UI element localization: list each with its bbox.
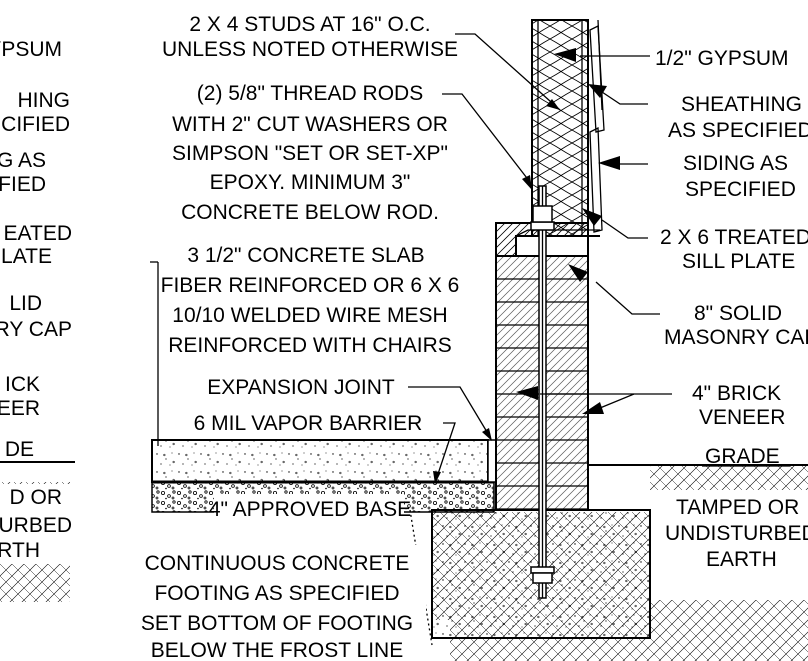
left-earth-line-3: ARTH (0, 539, 40, 562)
masonry-cap-label-line-1: 8" SOLID (694, 302, 782, 325)
expansion-joint (487, 439, 497, 483)
earth-label-line-3: EARTH (706, 548, 777, 571)
slab-label-line-4: REINFORCED WITH CHAIRS (168, 334, 452, 357)
sheathing-label-line-1: SHEATHING (681, 93, 802, 116)
left-siding-line-1: G AS (0, 149, 46, 172)
left-brick-line-1: ICK (5, 373, 40, 396)
thread-rod-label-line-3: SIMPSON "SET OR SET-XP" (172, 142, 448, 165)
left-sill-line-2: LATE (1, 245, 52, 268)
left-cap-line-2: RY CAP (0, 318, 72, 341)
left-gypsum-label: YPSUM (0, 38, 62, 61)
siding-label-line-2: SPECIFIED (685, 178, 796, 201)
left-brick-line-2: EER (0, 397, 40, 420)
left-grade-label: DE (5, 438, 34, 461)
footing-label-bg (130, 545, 426, 661)
earth-label-line-1: TAMPED OR (676, 496, 799, 519)
left-siding-line-2: FIED (0, 173, 46, 196)
left-earth-line-2: URBED (0, 514, 72, 537)
studs-label-line-1: 2 X 4 STUDS AT 16" O.C. (189, 13, 430, 36)
approved-base-label-bg (214, 494, 404, 522)
brick-veneer-label-line-2: VENEER (699, 406, 785, 429)
sheathing-label-line-2: AS SPECIFIED (668, 119, 808, 142)
siding-label-line-1: SIDING AS (683, 152, 788, 175)
studs-label-line-2: UNLESS NOTED OTHERWISE (162, 38, 458, 61)
sill-plate-label-line-2: SILL PLATE (682, 250, 795, 273)
left-earth-line-1: D OR (10, 486, 63, 509)
slab-label-line-1: 3 1/2" CONCRETE SLAB (187, 244, 424, 267)
sill-plate (515, 235, 589, 257)
earth-label-line-2: UNDISTURBED (665, 522, 808, 545)
leader-lines (150, 33, 672, 484)
slab-label-line-2: FIBER REINFORCED OR 6 X 6 (161, 274, 460, 297)
grade-label: GRADE (705, 445, 780, 468)
siding (587, 19, 605, 237)
thread-rod-label-line-1: (2) 5/8" THREAD RODS (197, 82, 423, 105)
footing-label-line-2: FOOTING AS SPECIFIED (154, 582, 399, 605)
thread-rod-label-line-4: EPOXY. MINIMUM 3" (210, 171, 411, 194)
gypsum-label: 1/2" GYPSUM (655, 47, 789, 70)
vapor-barrier-label: 6 MIL VAPOR BARRIER (194, 412, 423, 435)
thread-rod-label-line-5: CONCRETE BELOW ROD. (181, 201, 439, 224)
callout-labels: 2 X 4 STUDS AT 16" O.C. UNLESS NOTED OTH… (130, 13, 808, 661)
footing-label-line-1: CONTINUOUS CONCRETE (145, 552, 410, 575)
slab-label-line-3: 10/10 WELDED WIRE MESH (172, 304, 447, 327)
left-sill-line-1: EATED (4, 222, 72, 245)
footing-label-line-3: SET BOTTOM OF FOOTING (141, 612, 413, 635)
left-fragment: YPSUM HING CIFIED G AS FIED EATED LATE L… (0, 38, 75, 602)
expansion-joint-label: EXPANSION JOINT (207, 376, 395, 399)
masonry-cap-label-line-2: MASONRY CAP (664, 326, 808, 349)
sill-plate-label-line-1: 2 X 6 TREATED (660, 226, 808, 249)
approved-base-label: 4" APPROVED BASE (209, 498, 411, 521)
thread-rod (530, 185, 555, 599)
left-sheathing-line-1: HING (18, 89, 71, 112)
left-cap-line-1: LID (9, 292, 42, 315)
brick-veneer-label-line-1: 4" BRICK (692, 382, 781, 405)
footing-label-line-4: BELOW THE FROST LINE (151, 639, 403, 661)
left-sheathing-line-2: CIFIED (1, 113, 70, 136)
thread-rod-label-line-2: WITH 2" CUT WASHERS OR (172, 113, 448, 136)
